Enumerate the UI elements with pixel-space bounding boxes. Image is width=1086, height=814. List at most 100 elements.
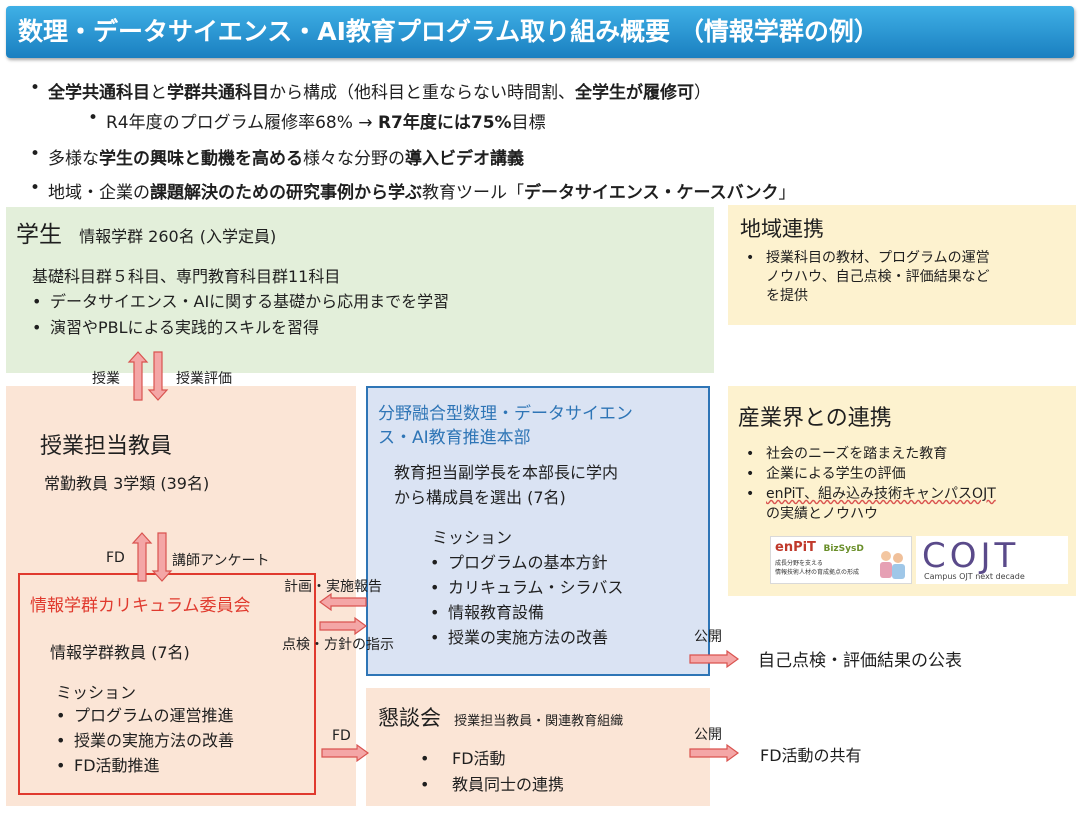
list-item: FD活動 xyxy=(418,746,564,772)
list-item: 授業の実施方法の改善 xyxy=(428,625,623,650)
bullet-text: 地域・企業の xyxy=(48,183,150,203)
students-courses: 基礎科目群５科目、専門教育科目群11科目 xyxy=(32,267,341,286)
committee-heading: 情報学群カリキュラム委員会 xyxy=(30,596,251,616)
meeting-box: 懇談会 授業担当教員・関連教育組織 FD活動 教員同士の連携 xyxy=(366,688,710,806)
regional-list: • 授業科目の教材、プログラムの運営 ノウハウ、自己点検・評価結果など を提供 xyxy=(746,249,990,306)
regional-heading: 地域連携 xyxy=(740,217,824,241)
bullet-text: 様々な分野の xyxy=(303,149,405,169)
arrow-right-icon xyxy=(319,616,368,636)
list-item: ノウハウ、自己点検・評価結果など xyxy=(766,269,990,285)
students-box: 学生 情報学群 260名 (入学定員) 基礎科目群５科目、専門教育科目群11科目… xyxy=(6,207,714,373)
arrow-down-icon xyxy=(147,351,169,401)
bizsysd-wordmark: BizSysD xyxy=(823,544,864,554)
bullet-text: 」 xyxy=(778,183,796,203)
students-heading: 学生 xyxy=(16,222,62,248)
fd-share-output: FD活動の共有 xyxy=(760,746,862,765)
list-item: プログラムの基本方針 xyxy=(428,550,623,575)
list-item: 社会のニーズを踏まえた教育 xyxy=(766,446,948,462)
hq-mission-list: プログラムの基本方針 カリキュラム・シラバス 情報教育設備 授業の実施方法の改善 xyxy=(428,550,623,650)
list-item: データサイエンス・AIに関する基礎から応用までを学習 xyxy=(30,289,449,315)
bullet-text: 学群共通科目 xyxy=(167,83,269,103)
bullet-video-lectures: • 多様な学生の興味と動機を高める様々な分野の導入ビデオ講義 xyxy=(30,144,524,169)
list-item: 演習やPBLによる実践的スキルを習得 xyxy=(30,315,449,341)
list-item: 授業の実施方法の改善 xyxy=(54,728,234,753)
page-title: 数理・データサイエンス・AI教育プログラム取り組み概要 （情報学群の例） xyxy=(6,6,1074,58)
arrow-down-icon xyxy=(151,532,173,582)
meeting-heading-row: 懇談会 授業担当教員・関連教育組織 xyxy=(378,702,623,732)
arrow-left-icon xyxy=(318,592,367,612)
faculty-heading: 授業担当教員 xyxy=(40,434,173,459)
industry-box: 産業界との連携 •社会のニーズを踏まえた教育 •企業による学生の評価 •enPi… xyxy=(728,386,1076,596)
bullet-text: 教育ツール「 xyxy=(422,183,524,203)
enpit-sub-text: 成長分野を支える xyxy=(775,560,823,567)
bullet-text: から構成（他科目と重ならない時間割、 xyxy=(269,83,575,103)
faculty-sub: 常勤教員 3学類 (39名) xyxy=(44,474,210,493)
people-icon xyxy=(880,551,905,579)
bullet-text: 全学共通科目 xyxy=(48,83,150,103)
list-item: enPiT、組み込み技術キャンパスOJT xyxy=(766,486,996,502)
bullet-text: 学生の興味と動機を高める xyxy=(99,149,303,169)
hq-heading: 分野融合型数理・データサイエン ス・AI教育推進本部 xyxy=(378,402,633,450)
list-item: の実績とノウハウ xyxy=(766,506,878,522)
bullet-text: 課題解決のための研究事例から学ぶ xyxy=(150,183,422,203)
hq-heading-line: ス・AI教育推進本部 xyxy=(378,428,531,448)
hq-box: 分野融合型数理・データサイエン ス・AI教育推進本部 教育担当副学長を本部長に学… xyxy=(366,386,710,676)
bullet-case-bank: • 地域・企業の課題解決のための研究事例から学ぶ教育ツール「データサイエンス・ケ… xyxy=(30,178,796,203)
arrow-up-icon xyxy=(131,532,153,582)
publish-label-1: 公開 xyxy=(694,629,722,645)
bullet-text: 全学生が履修可 xyxy=(575,83,694,103)
self-eval-output: 自己点検・評価結果の公表 xyxy=(758,651,962,671)
list-item: プログラムの運営推進 xyxy=(54,703,234,728)
list-item: 教員同士の連携 xyxy=(418,772,564,798)
bullet-dot: • xyxy=(746,250,755,266)
fd2-label: FD xyxy=(332,728,351,744)
students-sub: 情報学群 260名 (入学定員) xyxy=(79,227,277,246)
publish-label-2: 公開 xyxy=(694,727,722,743)
students-heading-row: 学生 情報学群 260名 (入学定員) xyxy=(16,215,276,249)
meeting-list: FD活動 教員同士の連携 xyxy=(418,746,564,798)
regional-box: 地域連携 • 授業科目の教材、プログラムの運営 ノウハウ、自己点検・評価結果など … xyxy=(728,205,1076,325)
arrow-up-icon xyxy=(127,351,149,401)
hq-heading-line: 分野融合型数理・データサイエン xyxy=(378,404,633,424)
list-item: 授業科目の教材、プログラムの運営 xyxy=(766,250,990,266)
students-list: データサイエンス・AIに関する基礎から応用までを学習 演習やPBLによる実践的ス… xyxy=(30,289,449,341)
list-item: FD活動推進 xyxy=(54,753,234,778)
bullet-text: データサイエンス・ケースバンク xyxy=(524,183,779,203)
bullet-dot: • xyxy=(746,486,755,502)
arrow-right-icon xyxy=(689,649,740,669)
bullet-text: 導入ビデオ講義 xyxy=(405,149,524,169)
industry-list: •社会のニーズを踏まえた教育 •企業による学生の評価 •enPiT、組み込み技術… xyxy=(746,444,996,524)
survey-label: 講師アンケート xyxy=(172,553,270,569)
enpit-wordmark: enPiT xyxy=(775,540,816,555)
committee-box: 情報学群カリキュラム委員会 情報学群教員 (7名) ミッション プログラムの運営… xyxy=(18,573,316,795)
eval-label: 授業評価 xyxy=(176,371,232,387)
fd-label: FD xyxy=(106,550,125,566)
bullet-text: ） xyxy=(694,83,711,103)
committee-mission-list: プログラムの運営推進 授業の実施方法の改善 FD活動推進 xyxy=(54,703,234,778)
arrow-right-icon xyxy=(321,743,370,763)
committee-sub: 情報学群教員 (7名) xyxy=(50,643,190,662)
committee-mission-label: ミッション xyxy=(56,683,137,702)
bullet-text: と xyxy=(150,83,167,103)
hq-desc-line: から構成員を選出 (7名) xyxy=(394,488,566,507)
list-item: 企業による学生の評価 xyxy=(766,466,906,482)
enpit-logo: enPiT BizSysD 成長分野を支える 情報技術人材の育成拠点の形成 xyxy=(770,536,912,584)
industry-heading: 産業界との連携 xyxy=(738,406,892,431)
list-item: 情報教育設備 xyxy=(428,600,623,625)
list-item: カリキュラム・シラバス xyxy=(428,575,623,600)
students-photo-icon xyxy=(877,547,907,581)
bullet-text: R4年度のプログラム履修率68% → xyxy=(106,113,378,133)
hq-desc: 教育担当副学長を本部長に学内 から構成員を選出 (7名) xyxy=(394,460,618,510)
list-item: を提供 xyxy=(766,288,808,304)
cojt-logo: COJT Campus OJT next decade xyxy=(916,536,1068,584)
plan-label: 計画・実施報告 xyxy=(284,579,382,595)
meeting-heading: 懇談会 xyxy=(378,706,441,730)
cojt-sub: Campus OJT next decade xyxy=(924,572,1025,581)
arrow-right-icon xyxy=(689,743,740,763)
bullet-dot: • xyxy=(746,466,755,482)
enpit-logo-sub: 成長分野を支える 情報技術人材の育成拠点の形成 xyxy=(775,559,859,577)
hq-desc-line: 教育担当副学長を本部長に学内 xyxy=(394,463,619,482)
bullet-text: R7年度には75% xyxy=(377,113,512,133)
meeting-sub: 授業担当教員・関連教育組織 xyxy=(454,714,624,729)
